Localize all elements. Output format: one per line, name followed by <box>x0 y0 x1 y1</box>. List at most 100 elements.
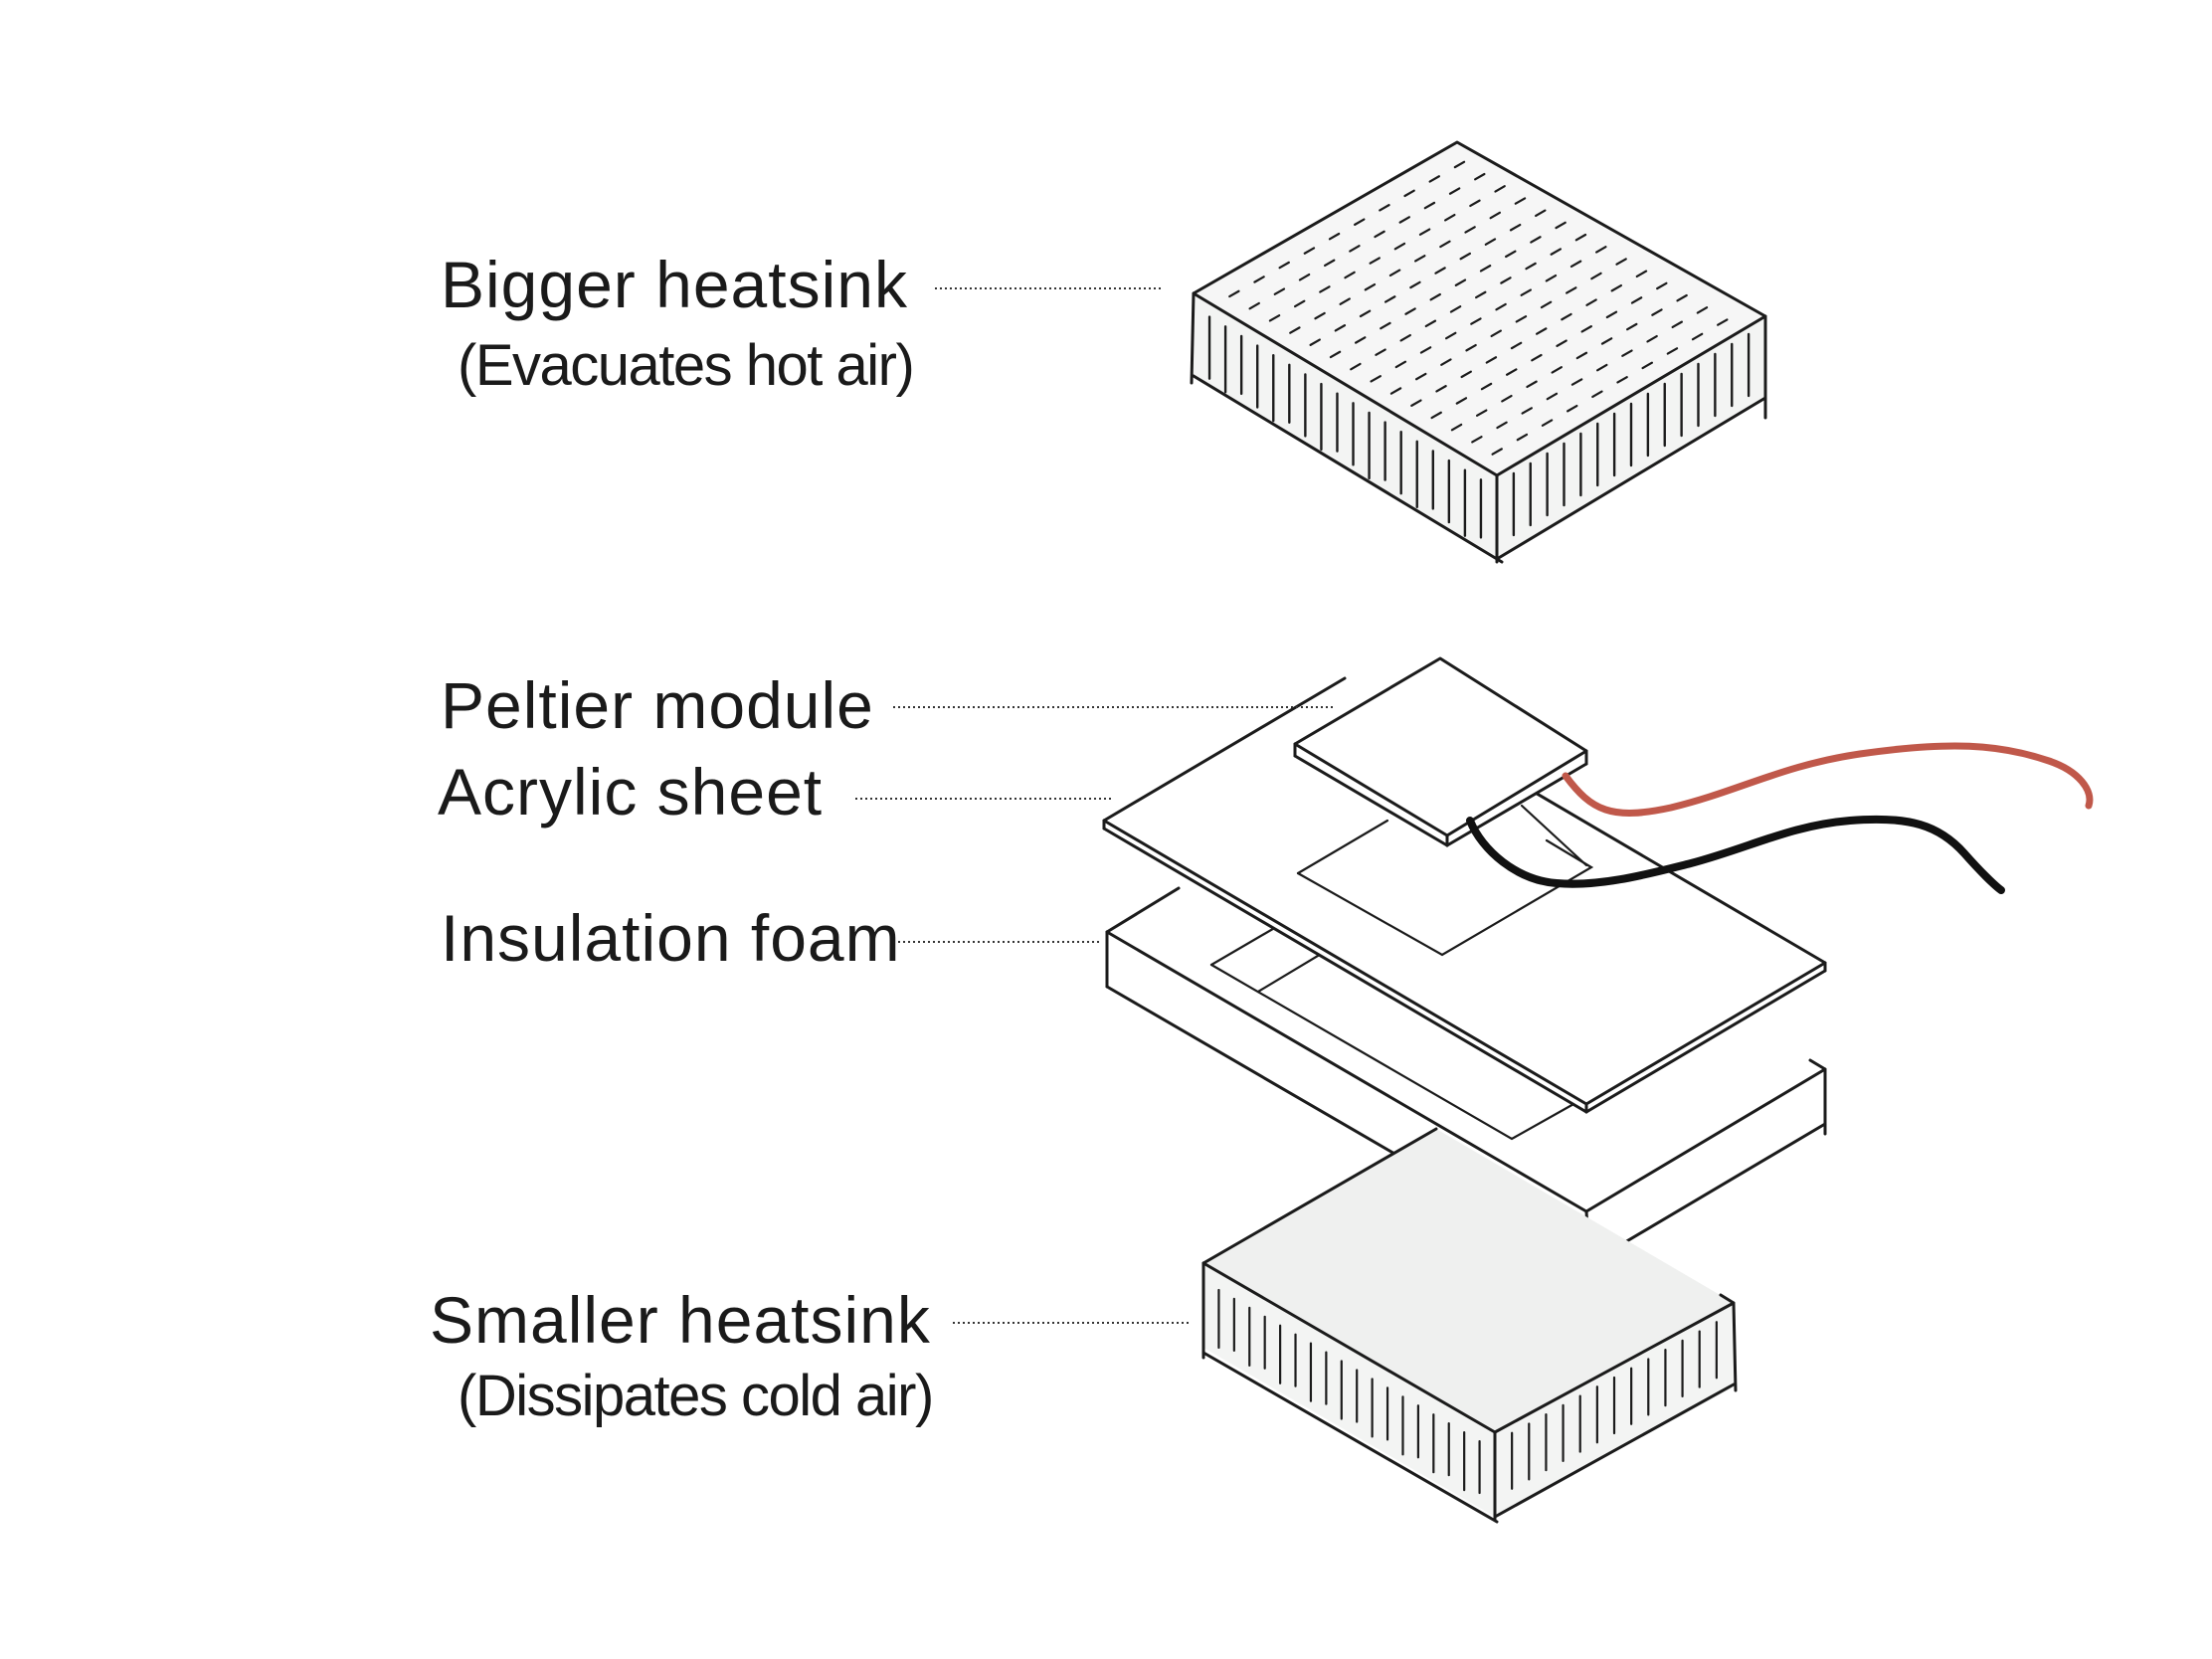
fin-dash <box>1435 385 1447 393</box>
fin-dash <box>1309 338 1321 346</box>
fin-dash <box>1455 397 1468 405</box>
bigger-heatsink-fins-right <box>1512 332 1751 537</box>
fin-dash <box>1474 172 1486 181</box>
fin-dash <box>1449 305 1462 313</box>
fin-dash <box>1289 326 1301 334</box>
fin-dash <box>1566 404 1578 413</box>
fin-dash <box>1253 276 1265 283</box>
fin-dash <box>1535 209 1547 218</box>
fin-dash <box>1424 319 1437 328</box>
fin-dash <box>1399 333 1411 342</box>
fin-dash <box>1717 318 1729 326</box>
fin-dash <box>1471 436 1483 444</box>
fin-dash <box>1509 223 1522 232</box>
fin-dash <box>1515 315 1528 323</box>
fin-dash <box>1278 261 1290 270</box>
fin-dash <box>1369 257 1381 265</box>
fin-dash <box>1418 228 1431 236</box>
fin-dash <box>1490 329 1502 338</box>
bigger-heatsink <box>1190 140 1767 564</box>
fin-dash <box>1380 321 1391 330</box>
fin-dash <box>1555 221 1567 230</box>
smaller-heatsink-fins-left <box>1217 1288 1481 1495</box>
fin-dash <box>1319 285 1331 293</box>
fin-dash <box>1570 378 1583 386</box>
fin-dash <box>1505 250 1517 259</box>
fin-dash <box>1651 308 1663 316</box>
fin-dash <box>1403 189 1415 198</box>
fin-dash <box>1585 298 1597 306</box>
fin-dash <box>1350 362 1362 371</box>
fin-dash <box>1329 350 1342 359</box>
fin-dash <box>1590 272 1602 280</box>
fin-dash <box>1430 411 1442 420</box>
fin-dash <box>1379 204 1390 212</box>
fin-dash <box>1521 407 1533 415</box>
fin-dash <box>1354 218 1366 226</box>
fin-dash <box>1566 286 1577 294</box>
fin-dash <box>1596 363 1608 372</box>
fin-dash <box>1626 322 1638 331</box>
fin-dash <box>1621 349 1633 357</box>
fin-dash <box>1334 324 1347 332</box>
fin-dash <box>1615 258 1627 266</box>
fin-dash <box>1610 283 1623 292</box>
fin-dash <box>1465 343 1477 352</box>
fin-dash <box>1454 278 1467 286</box>
fin-dash <box>1546 392 1559 401</box>
fin-dash <box>1453 160 1466 169</box>
fin-dash <box>1410 399 1422 407</box>
fin-dash <box>1541 419 1554 427</box>
fin-dash <box>1489 211 1502 220</box>
acrylic-sheet-label: Acrylic sheet <box>438 755 823 829</box>
fin-dash <box>1641 361 1653 370</box>
fin-dash <box>1510 341 1523 350</box>
peltier-wires <box>1466 742 2094 894</box>
fin-dash <box>1526 380 1538 389</box>
fin-dash <box>1460 370 1472 379</box>
fin-dash <box>1383 295 1396 303</box>
fin-dash <box>1479 265 1492 273</box>
fin-dash <box>1314 311 1326 320</box>
fin-dash <box>1354 336 1367 344</box>
fin-dash <box>1600 337 1613 345</box>
fin-dash <box>1469 199 1481 208</box>
bigger-heatsink-fins-top <box>1228 160 1729 456</box>
fin-dash <box>1370 375 1382 383</box>
fin-dash <box>1464 226 1476 234</box>
fin-dash <box>1374 230 1385 239</box>
peltier-module <box>1293 656 1588 847</box>
fin-dash <box>1605 310 1618 319</box>
acrylic-sheet <box>1102 676 1827 1114</box>
fin-dash <box>1500 276 1512 284</box>
fin-dash <box>1505 368 1518 376</box>
fin-dash <box>1536 327 1548 335</box>
fin-dash <box>1444 213 1456 222</box>
fin-dash <box>1540 300 1553 309</box>
fin-dash <box>1394 360 1407 369</box>
bigger-heatsink-fins-left <box>1207 315 1483 539</box>
fin-dash <box>1248 301 1260 310</box>
insulation-foam-label: Insulation foam <box>441 901 901 975</box>
fin-dash <box>1691 332 1704 341</box>
smaller-heatsink-fins-right <box>1511 1321 1718 1490</box>
fin-dash <box>1530 236 1542 244</box>
fin-dash <box>1419 346 1432 354</box>
fin-dash <box>1516 433 1529 442</box>
fin-dash <box>1531 353 1543 362</box>
fin-dash <box>1480 382 1493 391</box>
fin-dash <box>1514 197 1527 205</box>
fin-dash <box>1656 281 1668 290</box>
fin-dash <box>1551 366 1563 374</box>
fin-dash <box>1646 334 1658 343</box>
fin-dash <box>1364 282 1377 291</box>
fin-dash <box>1339 297 1351 305</box>
fin-dash <box>1409 280 1421 289</box>
fin-dash <box>1550 248 1563 256</box>
fin-dash <box>1344 271 1356 279</box>
fin-dash <box>1666 347 1679 355</box>
smaller-heatsink-note: (Dissipates cold air) <box>458 1364 933 1428</box>
fin-dash <box>1298 273 1311 281</box>
red-wire <box>1562 742 2094 817</box>
